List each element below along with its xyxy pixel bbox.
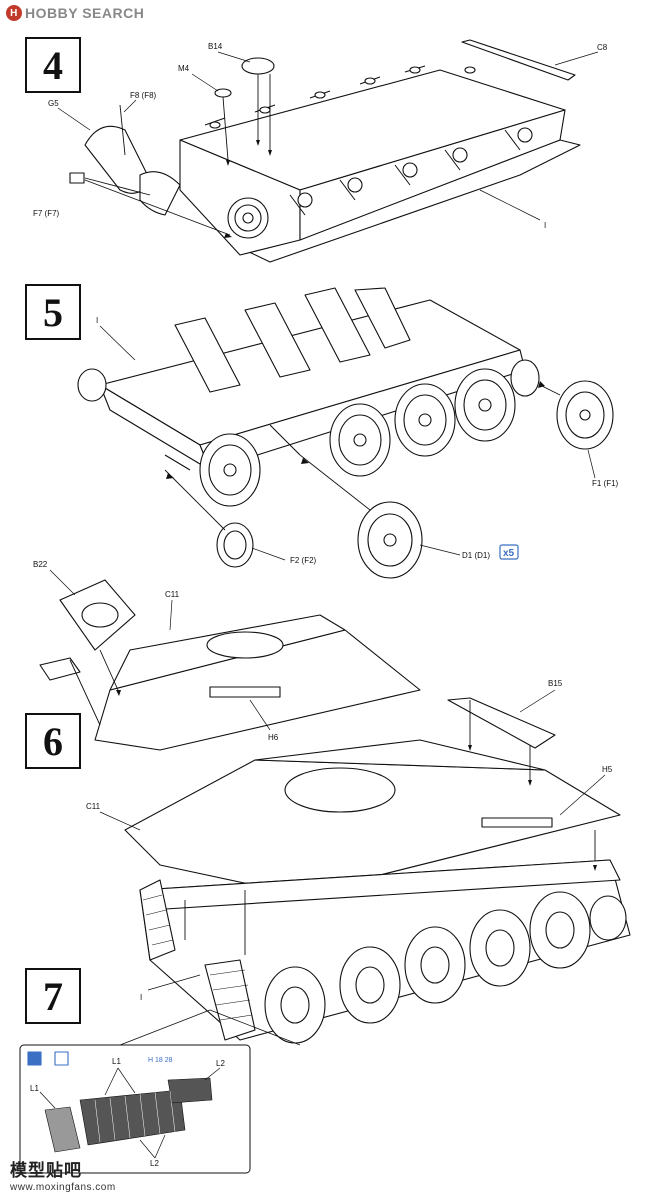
step-number-7: 7 bbox=[25, 968, 81, 1024]
part-label-c11-b: C11 bbox=[86, 802, 101, 811]
part-label-d1: D1 (D1) bbox=[462, 551, 490, 560]
part-label-l2-a: L2 bbox=[216, 1059, 225, 1068]
part-label-h6: H6 bbox=[268, 733, 279, 742]
part-label-g5: G5 bbox=[48, 99, 59, 108]
part-label-l2-b: L2 bbox=[150, 1159, 159, 1168]
step-number-4: 4 bbox=[25, 37, 81, 93]
hobby-search-watermark: H HOBBY SEARCH bbox=[6, 4, 144, 22]
step-number-6: 6 bbox=[25, 713, 81, 769]
step4-arrowheads bbox=[224, 140, 272, 238]
quantity-badge bbox=[499, 544, 519, 560]
part-label-b15: B15 bbox=[548, 679, 563, 688]
part-label-c8: C8 bbox=[597, 43, 608, 52]
part-label-f1: F1 (F1) bbox=[592, 479, 619, 488]
watermark-text: 模型贴吧 bbox=[10, 1161, 82, 1180]
part-label-f7: F7 (F7) bbox=[33, 209, 60, 218]
step5-wheels-drawing bbox=[77, 287, 614, 579]
part-label-b14: B14 bbox=[208, 42, 223, 51]
step6-arrowheads bbox=[116, 690, 597, 871]
part-label-m4: M4 bbox=[178, 64, 190, 73]
hobby-search-logo-icon: H bbox=[6, 5, 22, 21]
hobby-search-brand: HOBBY SEARCH bbox=[25, 5, 145, 21]
part-label-i-step7: I bbox=[140, 993, 142, 1002]
step-number-5: 5 bbox=[25, 284, 81, 340]
part-label-c11-a: C11 bbox=[165, 590, 180, 599]
part-label-f8: F8 (F8) bbox=[130, 91, 157, 100]
step6-upper-hull-drawing bbox=[39, 569, 621, 896]
part-label-i-step5: I bbox=[96, 316, 98, 325]
part-label-f2: F2 (F2) bbox=[290, 556, 317, 565]
part-label-l1-b: L1 bbox=[30, 1084, 39, 1093]
moxingfans-watermark: 模型贴吧 www.moxingfans.com bbox=[10, 1156, 116, 1193]
quantity-x5: x5 bbox=[503, 548, 515, 559]
track-count: H 18 28 bbox=[148, 1057, 173, 1064]
part-label-b22: B22 bbox=[33, 560, 48, 569]
watermark-url: www.moxingfans.com bbox=[10, 1182, 116, 1193]
part-label-l1-a: L1 bbox=[112, 1057, 121, 1066]
step4-lower-hull-drawing bbox=[57, 39, 599, 263]
step7-tracks-drawing bbox=[19, 859, 631, 1174]
part-label-h5: H5 bbox=[602, 765, 613, 774]
part-label-i-step4: I bbox=[544, 221, 546, 230]
